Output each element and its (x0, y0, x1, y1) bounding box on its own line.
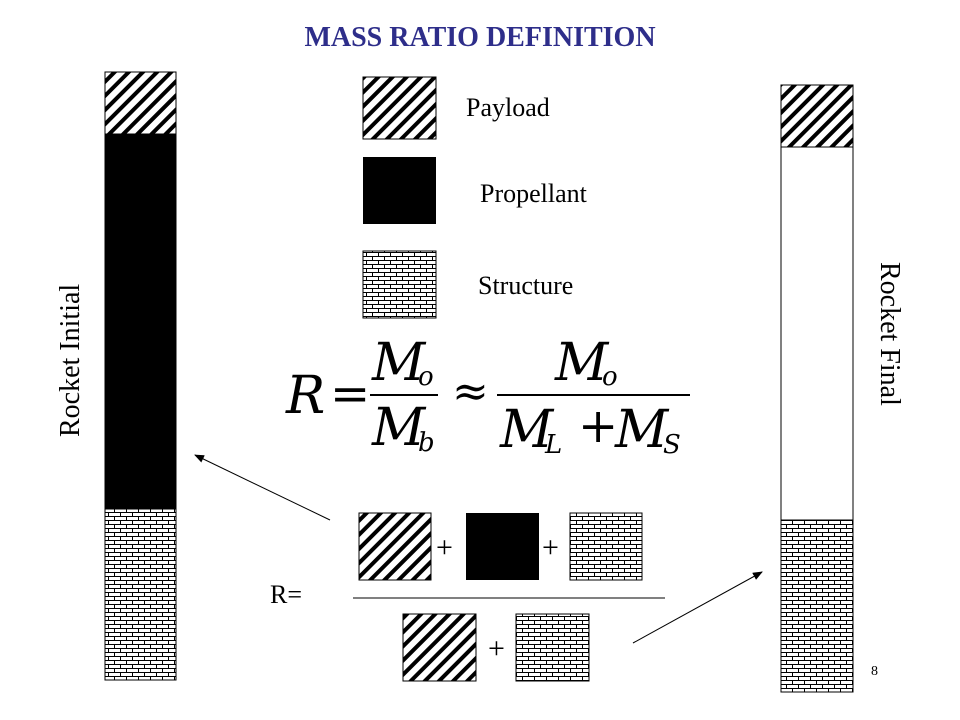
formula-denominator2-plus: + (578, 398, 619, 454)
legend-label-structure: Structure (478, 271, 574, 300)
page-title: MASS RATIO DEFINITION (304, 22, 656, 53)
formula-denominator2-ml: M (500, 400, 554, 460)
ratio-numerator-structure-box (569, 512, 643, 581)
rocket-initial-structure-segment (104, 508, 177, 681)
formula-equals: = (330, 366, 371, 422)
formula-denominator2-ms: M (615, 400, 669, 460)
formula-denominator-m: M (372, 398, 426, 458)
ratio-numerator-payload-box (358, 512, 432, 581)
legend-label-payload: Payload (466, 93, 550, 122)
rocket-initial-column (104, 71, 177, 681)
legend-swatch-propellant (363, 157, 436, 224)
ratio-plus-3: + (488, 632, 505, 665)
rocket-final-structure-segment (780, 519, 854, 693)
rocket-initial-payload-segment (104, 71, 177, 135)
rocket-initial-propellant-segment (104, 133, 177, 510)
ratio-numerator-propellant-box (466, 513, 539, 580)
ratio-plus-1: + (436, 531, 453, 564)
legend-label-propellant: Propellant (480, 179, 587, 208)
legend-swatch-structure (362, 250, 437, 319)
formula-numerator2-m: M (555, 333, 609, 393)
rocket-final-column (780, 84, 854, 693)
formula-denominator2-sub-l: L (545, 430, 563, 460)
page-number: 8 (871, 664, 878, 679)
rocket-final-payload-segment (780, 84, 854, 148)
ratio-r-label: R= (270, 580, 303, 609)
formula-numerator-sub-o: o (418, 362, 434, 392)
formula-approx: ≈ (452, 366, 489, 417)
rocket-final-empty-segment (780, 146, 854, 521)
formula-lhs: R (286, 366, 326, 426)
legend-swatch-payload (362, 76, 437, 140)
formula-numerator2-sub-o: o (602, 362, 618, 392)
formula-denominator-sub-b: b (418, 428, 435, 458)
arrow-to-rocket-final (632, 571, 763, 644)
rocket-initial-label: Rocket Initial (55, 283, 86, 437)
ratio-denominator-structure-box (515, 613, 590, 682)
rocket-final-label: Rocket Final (874, 262, 905, 406)
ratio-denominator-payload-box (402, 613, 477, 682)
formula-numerator-m: M (372, 333, 426, 393)
ratio-plus-2: + (542, 531, 559, 564)
arrow-to-rocket-initial (194, 454, 331, 521)
formula-denominator2-sub-s: S (663, 430, 681, 460)
